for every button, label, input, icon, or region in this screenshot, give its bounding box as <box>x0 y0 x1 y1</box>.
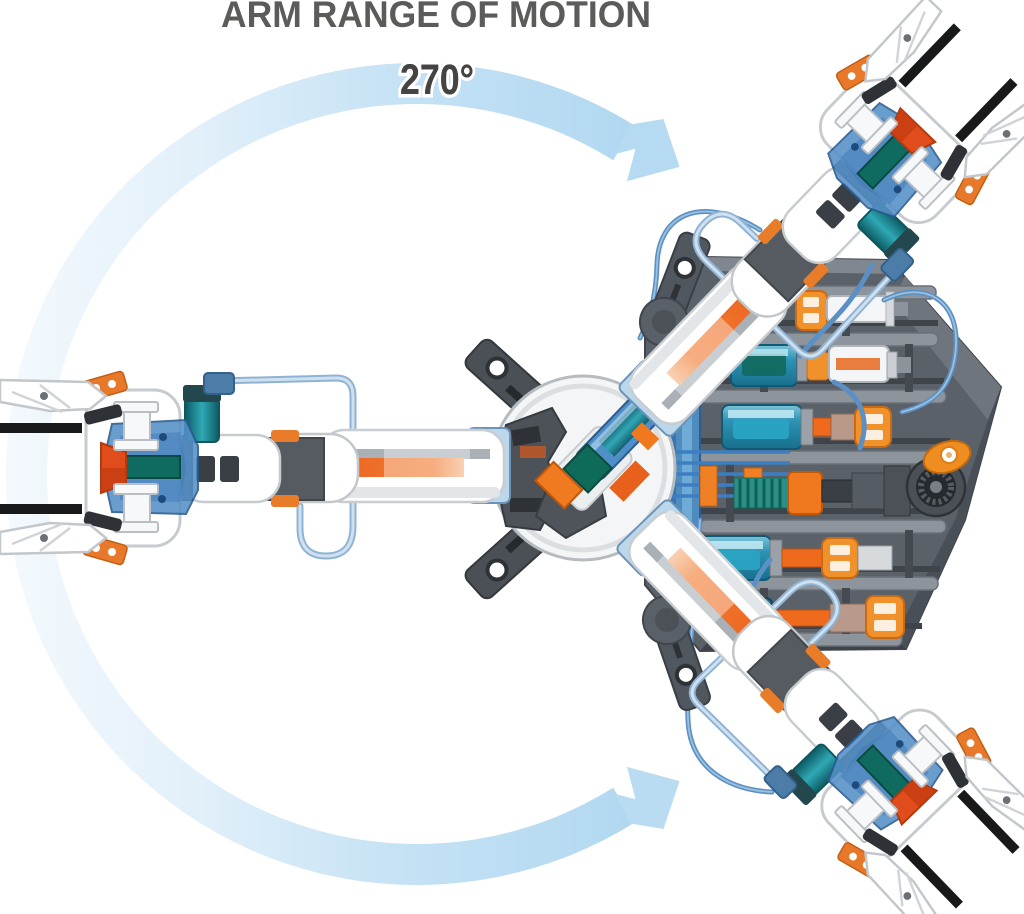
svg-text:270°: 270° <box>400 56 474 104</box>
svg-text:ARM RANGE OF MOTION: ARM RANGE OF MOTION <box>221 0 651 35</box>
svg-text:270°: 270° <box>400 56 474 104</box>
